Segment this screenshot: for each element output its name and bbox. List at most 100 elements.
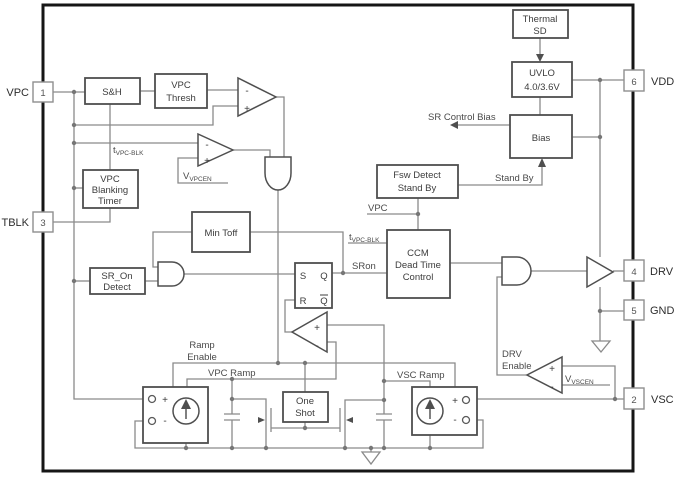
- label-vpc-ramp: VPC Ramp: [208, 368, 256, 379]
- pin-label: DRV: [650, 266, 674, 278]
- junction-dot: [229, 376, 235, 382]
- block-label: VPC: [100, 174, 120, 185]
- wire-mintoff-out: [152, 231, 192, 268]
- pin-box: [623, 259, 645, 282]
- mosfet-vpc-ramp-reset: [258, 417, 265, 423]
- ground-symbol: [590, 340, 612, 354]
- pin-number: 6: [631, 77, 636, 88]
- arrow-thermal-to-uvlo: [536, 54, 544, 62]
- label-v-vscen: VVSCEN: [565, 374, 594, 386]
- block-box: [509, 114, 573, 159]
- block-one-shot: One Shot: [282, 391, 329, 423]
- wire-m1-drain: [232, 398, 267, 406]
- block-box: [84, 77, 141, 105]
- plus-sign: +: [452, 396, 458, 407]
- mosfet-body-arrow: [346, 417, 353, 423]
- latch-box: [294, 262, 333, 309]
- plus-input: +: [244, 104, 250, 115]
- and-gate-vpc: [264, 156, 292, 191]
- block-box: [282, 391, 329, 423]
- minus-input: -: [550, 382, 553, 393]
- wire-enable-to-and3: [496, 276, 527, 376]
- block-label: VPC: [171, 80, 191, 91]
- block-vpc-thresh: VPC Thresh: [154, 73, 208, 109]
- ground-symbol: [360, 451, 382, 466]
- block-uvlo: UVLO 4.0/3.6V: [511, 61, 573, 98]
- block-ccm-dead-time: CCM Dead Time Control: [386, 229, 451, 299]
- latch-s: S: [300, 271, 306, 282]
- current-arrow-head: [425, 399, 435, 409]
- junction-dot: [612, 396, 618, 402]
- block-fsw-detect: Fsw Detect Stand By: [376, 164, 459, 199]
- latch-r: R: [300, 296, 307, 307]
- pin-vsc: 2 VSC: [623, 387, 674, 410]
- block-label: UVLO: [529, 68, 555, 79]
- label-vpc-node: VPC: [368, 203, 388, 214]
- and-gate-drv: [501, 256, 532, 286]
- ic-boundary: [41, 3, 635, 473]
- label-t-vpc-blk-ccm: tVPC-BLK: [349, 232, 380, 244]
- block-thermal-sd: Thermal SD: [512, 9, 569, 39]
- plus-sign: +: [162, 395, 168, 406]
- block-box: [89, 267, 146, 295]
- label-base: V: [565, 374, 572, 385]
- junction-dot: [302, 360, 308, 366]
- minus-sign: -: [453, 415, 456, 426]
- block-bias: Bias: [509, 114, 573, 159]
- block-label: SD: [533, 26, 546, 37]
- label-ramp-enable-1: Ramp: [189, 340, 214, 351]
- buffer-triangle: [586, 255, 615, 289]
- label-base: t: [349, 232, 352, 243]
- block-label: 4.0/3.6V: [524, 82, 560, 93]
- block-box: [511, 61, 573, 98]
- wire-ramp-enable: [172, 362, 456, 387]
- plus-input: +: [204, 156, 210, 167]
- minus-sign: -: [163, 416, 166, 427]
- pin-vpc: 1 VPC: [6, 81, 54, 103]
- pin-tblk: 3 TBLK: [1, 211, 54, 233]
- label-t-vpc-blk-sh: tVPC-BLK: [113, 145, 144, 157]
- junction-dot: [381, 397, 387, 403]
- junction-dot: [229, 445, 235, 451]
- wire-tblk: [53, 208, 111, 223]
- label-sub: VPC-BLK: [352, 237, 380, 244]
- label-sub: VPCEN: [189, 176, 212, 183]
- minus-terminal: [147, 416, 157, 426]
- junction-dot: [71, 140, 77, 146]
- sr-latch: S Q R Q: [294, 262, 333, 309]
- wire-cap2: [376, 381, 392, 448]
- wire-vpc-bus: [73, 92, 148, 400]
- wire-comp1-plus: [74, 105, 238, 126]
- wire-cap1: [224, 379, 240, 448]
- label-v-vpcen: VVPCEN: [183, 171, 212, 183]
- signal-wires: [53, 38, 624, 452]
- signal-labels: SR Control Bias Stand By VPC tVPC-BLK tV…: [113, 112, 594, 386]
- block-box: [376, 164, 459, 199]
- label-base: t: [113, 145, 116, 156]
- block-label: CCM: [407, 248, 429, 259]
- label-stand-by: Stand By: [495, 173, 534, 184]
- label-sr-control-bias: SR Control Bias: [428, 112, 496, 123]
- pin-label: GND: [650, 305, 675, 317]
- wire-comp2-out: [233, 149, 271, 157]
- block-label: Control: [403, 272, 434, 283]
- pin-vdd: 6 VDD: [623, 69, 674, 92]
- comparator-triangle: [290, 310, 328, 354]
- and-gate-shape: [501, 256, 532, 286]
- and-gate-shape: [264, 156, 292, 191]
- junction-dot: [71, 185, 77, 191]
- junction-dot: [275, 360, 281, 366]
- junction-dot: [597, 77, 603, 83]
- pin-number: 1: [40, 88, 45, 99]
- junction-dot: [427, 445, 433, 451]
- block-label: Thresh: [166, 93, 196, 104]
- wire-comp4-plus: [562, 365, 616, 399]
- junction-dot: [340, 270, 346, 276]
- wire-mintoff-tap: [250, 231, 344, 273]
- pin-box: [32, 81, 54, 103]
- wire-comp1-out: [276, 96, 285, 157]
- minus-input: -: [205, 140, 208, 151]
- pin-box: [32, 211, 54, 233]
